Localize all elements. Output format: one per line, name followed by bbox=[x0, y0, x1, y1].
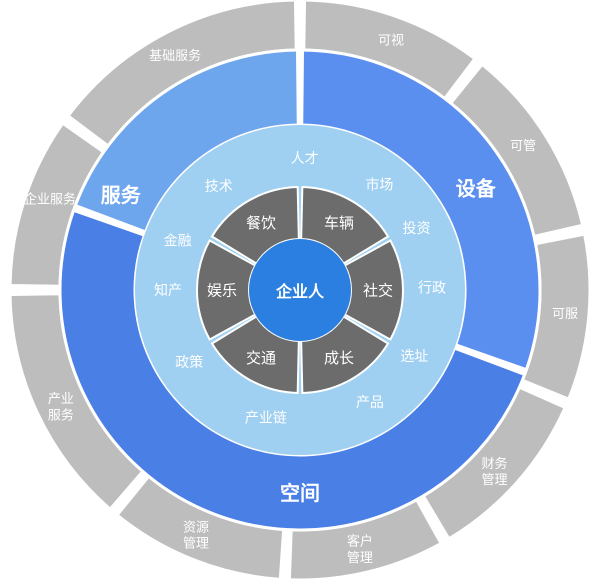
center-label: 企业人 bbox=[275, 282, 325, 301]
inner-segment-label: 车辆 bbox=[324, 214, 354, 232]
light-blue-item: 产业链 bbox=[245, 411, 287, 427]
category-label: 服务 bbox=[101, 183, 142, 207]
light-blue-item: 行政 bbox=[418, 281, 446, 297]
inner-segment-label: 娱乐 bbox=[207, 281, 237, 299]
category-sector bbox=[300, 48, 542, 372]
light-blue-item: 金融 bbox=[164, 234, 192, 250]
category-label: 设备 bbox=[456, 177, 497, 201]
outer-segment-label: 可管 bbox=[510, 139, 536, 154]
category-label: 空间 bbox=[280, 481, 320, 505]
inner-segment-label: 社交 bbox=[363, 281, 393, 299]
outer-segment-label: 企业服务 bbox=[24, 192, 76, 208]
outer-segment-label: 基础服务 bbox=[149, 48, 201, 64]
light-blue-item: 选址 bbox=[400, 349, 428, 365]
center-circle bbox=[249, 239, 351, 341]
outer-segment-label: 可服 bbox=[552, 307, 578, 322]
center-hub: 企业人 bbox=[249, 239, 351, 341]
category-sector bbox=[58, 208, 527, 532]
category-sector bbox=[73, 48, 300, 234]
inner-segment-label: 餐饮 bbox=[246, 214, 276, 232]
light-blue-item: 投资 bbox=[403, 221, 431, 237]
inner-segment-label: 成长 bbox=[324, 349, 354, 367]
outer-segment-label: 客户管理 bbox=[347, 534, 373, 566]
light-blue-item: 政策 bbox=[175, 354, 203, 371]
inner-segment-label: 交通 bbox=[246, 349, 276, 367]
outer-segment-label: 资源管理 bbox=[183, 520, 209, 551]
light-blue-item: 人才 bbox=[291, 151, 319, 167]
outer-segment-label: 财务管理 bbox=[482, 456, 508, 488]
light-blue-item: 知产 bbox=[154, 282, 182, 299]
light-blue-item: 产品 bbox=[356, 395, 384, 411]
outer-segment-label: 产业服务 bbox=[48, 392, 74, 423]
light-blue-item: 市场 bbox=[365, 177, 393, 194]
light-blue-item: 技术 bbox=[205, 179, 233, 195]
outer-segment-label: 可视 bbox=[378, 34, 404, 49]
